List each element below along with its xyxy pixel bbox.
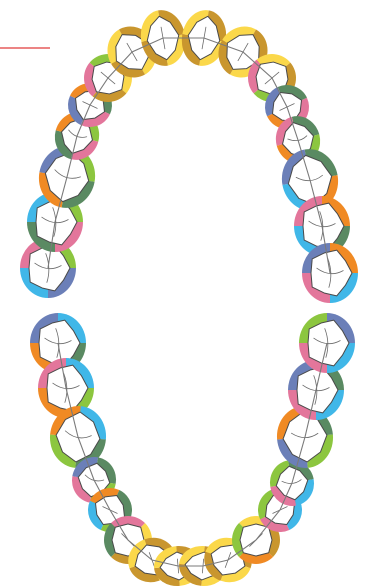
lower-arch — [30, 313, 355, 587]
upper-arch — [20, 7, 358, 303]
